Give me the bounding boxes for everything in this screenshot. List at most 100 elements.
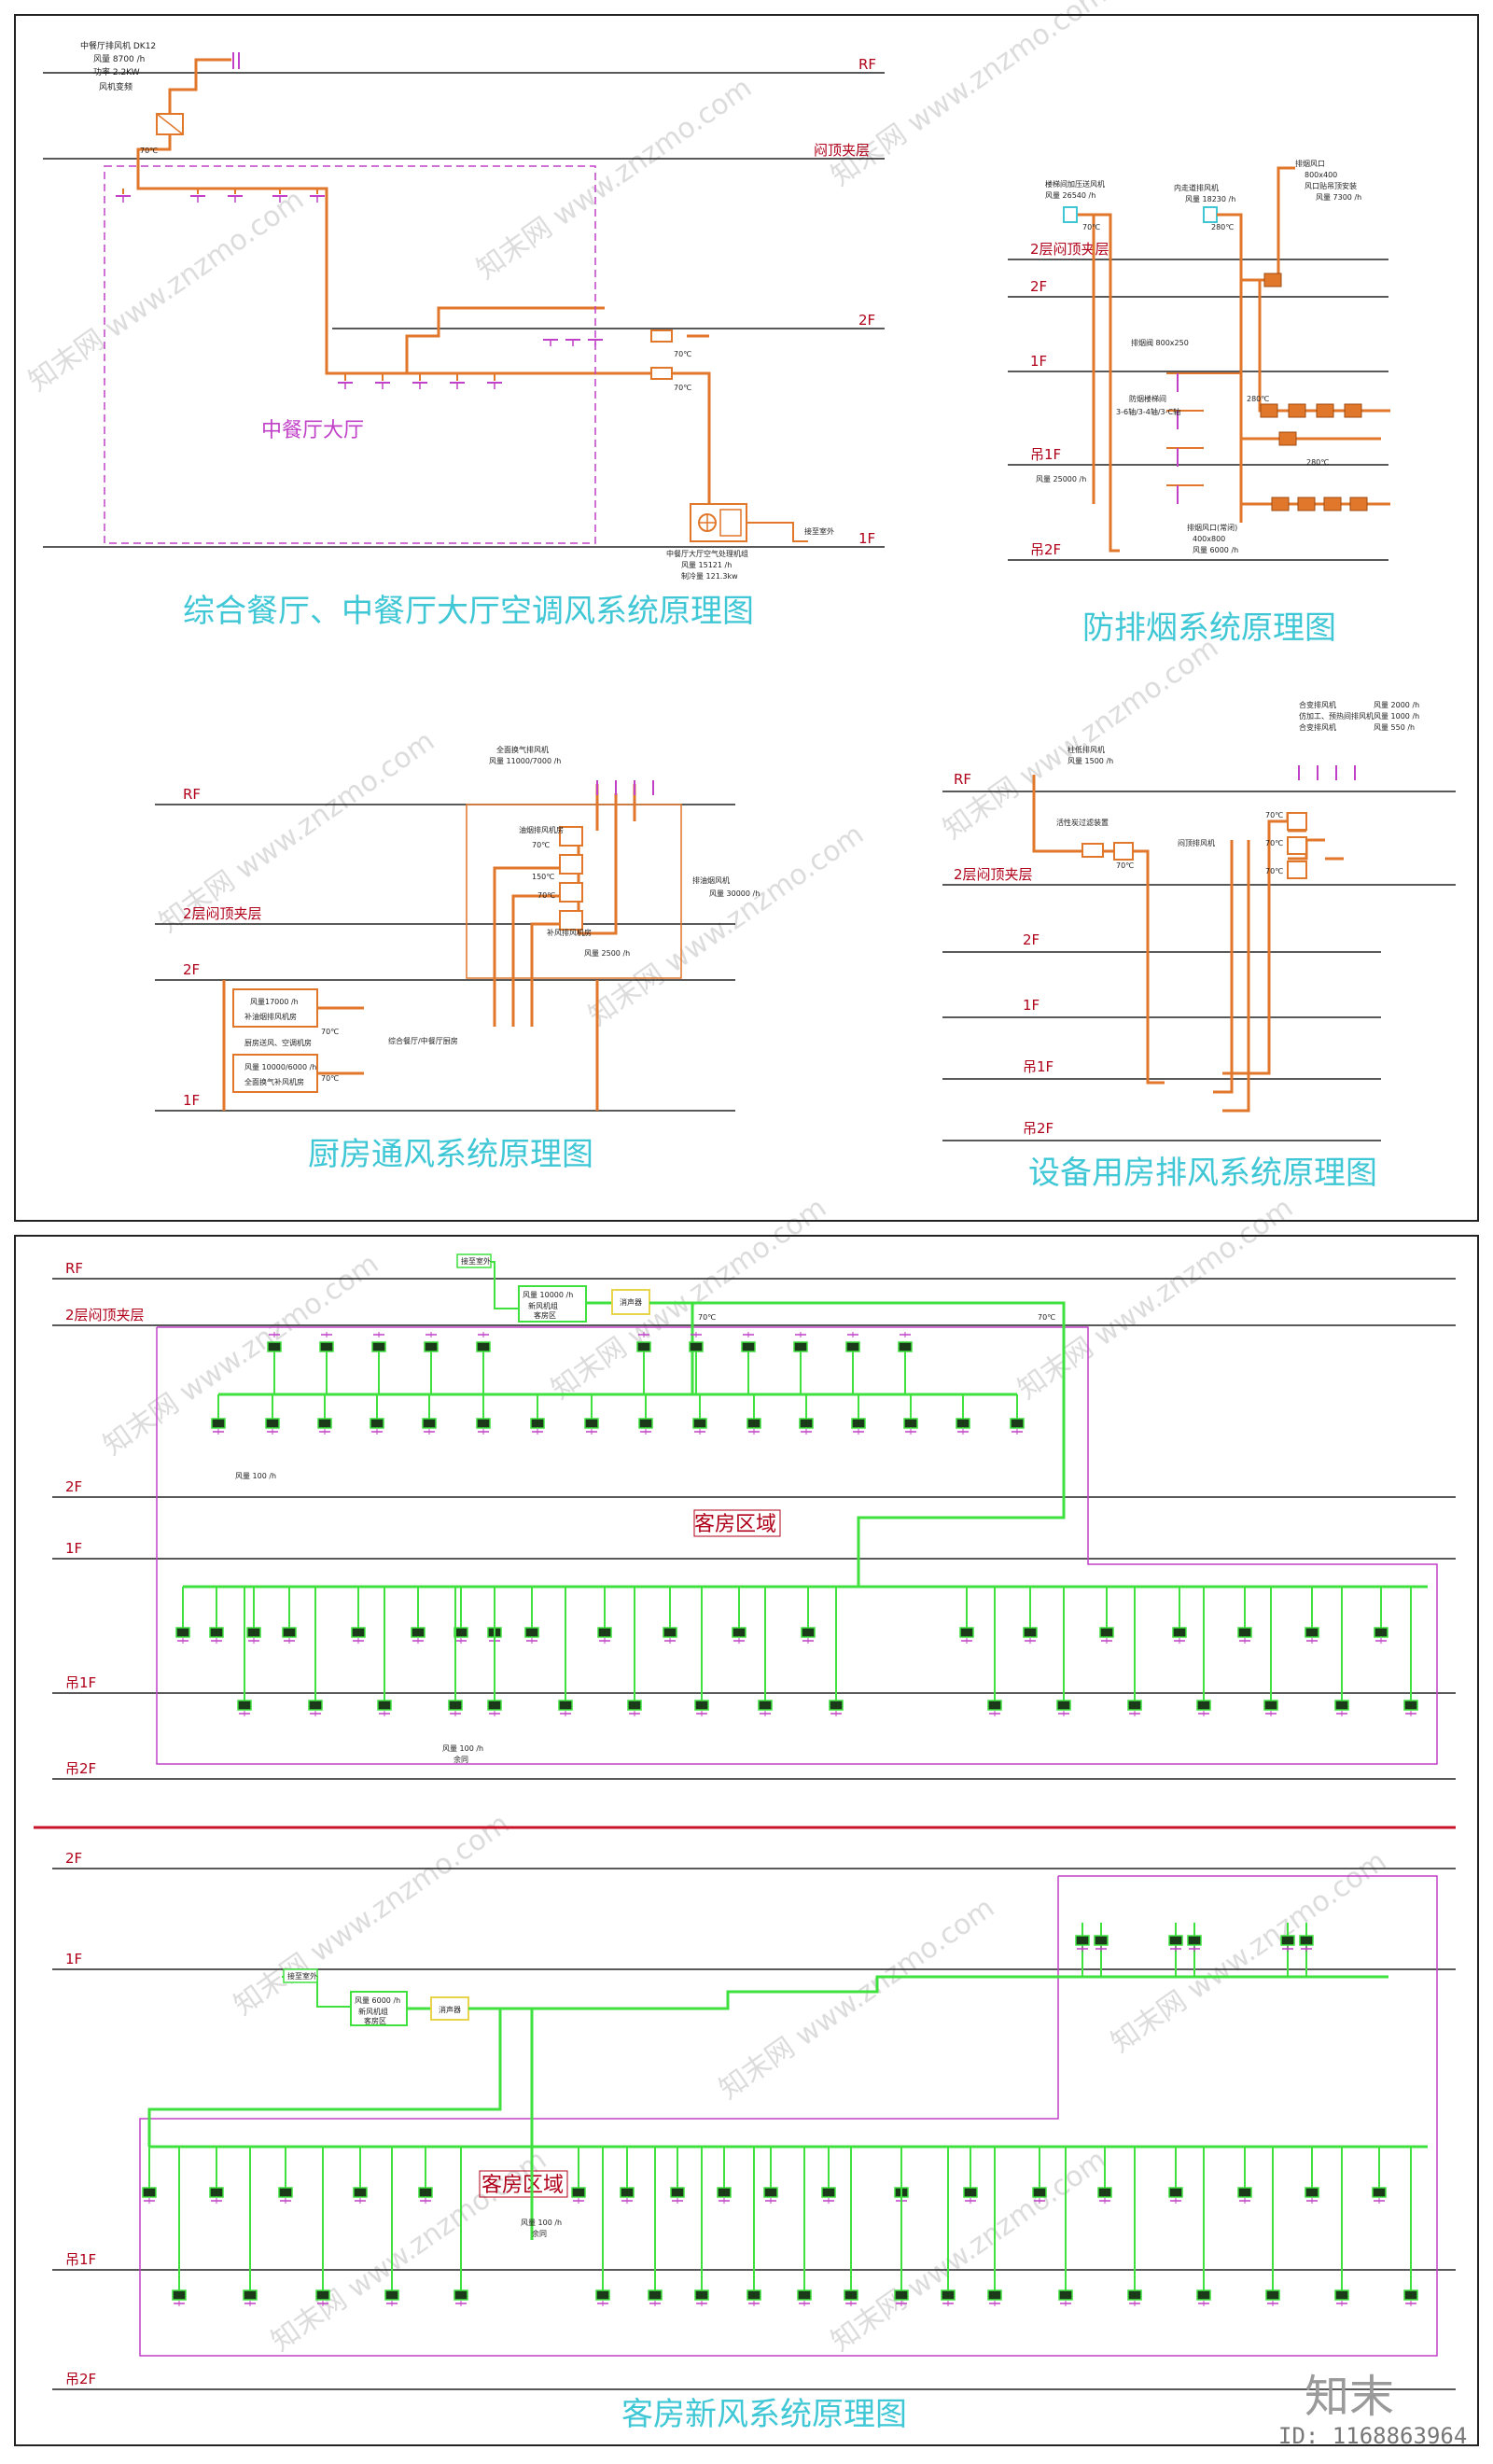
terminal-unit-icon <box>1187 1935 1202 1946</box>
branch-note: 风量 100 /h <box>235 1472 276 1480</box>
terminal-unit-icon <box>584 1418 599 1429</box>
floor-label: 吊1F <box>1023 1058 1053 1075</box>
svg-text:仿加工、预热间排风机: 仿加工、预热间排风机 <box>1299 711 1374 721</box>
svg-text:风量 550 /h: 风量 550 /h <box>1374 723 1415 732</box>
terminal-unit-icon <box>209 2187 224 2198</box>
fire-damper-icon <box>650 329 673 380</box>
terminal-unit-icon <box>758 1700 773 1711</box>
image-id: ID: 1168863964 <box>1278 2423 1467 2449</box>
svg-text:合变排风机: 合变排风机 <box>1299 700 1336 709</box>
floor-label: 2层闷顶夹层 <box>954 866 1033 883</box>
equipment-notes: 柱低排风机 风量 1500 /h 活性炭过滤装置 闷顶排风机 合变排风机 风量 … <box>1056 700 1419 847</box>
svg-text:制冷量 121.3kw: 制冷量 121.3kw <box>681 571 738 581</box>
floor-label: RF <box>858 56 876 73</box>
terminal-unit-icon <box>377 1700 392 1711</box>
branch-note: 余同 <box>532 2229 547 2238</box>
equipment-fan-icon <box>1287 861 1307 879</box>
terminal-unit-icon <box>851 1418 866 1429</box>
terminal-unit-icon <box>448 1700 463 1711</box>
temp-label: 70℃ <box>321 1074 339 1083</box>
brand-logo: 知末 <box>1305 2371 1394 2423</box>
terminal-unit-icon <box>793 1341 808 1352</box>
floor-label: 2层闷顶夹层 <box>65 1307 145 1323</box>
smoke-damper-icon <box>1271 497 1290 511</box>
terminal-unit-icon <box>670 2187 685 2198</box>
floor-label: 吊2F <box>65 1760 96 1777</box>
terminal-row <box>237 1587 1418 1716</box>
intake-label: 接至室外 <box>461 1256 491 1266</box>
terminal-unit-icon <box>319 1341 334 1352</box>
terminal-unit-icon <box>353 2187 368 2198</box>
temp-label: 70℃ <box>1116 861 1134 870</box>
svg-text:柱低排风机: 柱低排风机 <box>1067 745 1105 754</box>
terminal-unit-icon <box>648 2289 663 2301</box>
unit-note: 风量 10000 /h <box>523 1291 573 1299</box>
silencer-label: 消声器 <box>620 1297 642 1307</box>
damper-temp: 70℃ <box>674 384 691 392</box>
terminal-unit-icon <box>246 1627 261 1638</box>
terminal-unit-icon <box>172 2289 187 2301</box>
terminal-unit-icon <box>1403 2289 1418 2301</box>
svg-text:油烟排风机房: 油烟排风机房 <box>519 825 564 834</box>
svg-text:厨房送风、空调机房: 厨房送风、空调机房 <box>244 1038 312 1047</box>
svg-text:风量 30000 /h: 风量 30000 /h <box>709 889 760 898</box>
svg-text:全面换气排风机: 全面换气排风机 <box>496 745 549 754</box>
terminal-unit-icon <box>941 2289 956 2301</box>
terminal-unit-icon <box>351 1627 366 1638</box>
terminal-unit-icon <box>476 1418 491 1429</box>
temp-label: 150℃ <box>532 873 554 881</box>
terminal-unit-icon <box>1172 1627 1187 1638</box>
terminal-unit-icon <box>1265 2289 1280 2301</box>
diffuser-row <box>116 189 603 389</box>
floor-label: 吊2F <box>1030 541 1061 558</box>
svg-text:风量 8700 /h: 风量 8700 /h <box>93 54 145 64</box>
terminal-unit-icon <box>278 2187 293 2198</box>
floor-label: 1F <box>65 1540 82 1557</box>
terminal-unit-icon <box>797 2289 812 2301</box>
svg-text:风量 25000 /h: 风量 25000 /h <box>1036 475 1086 483</box>
svg-text:3-6轴/3-4轴/3-C轴: 3-6轴/3-4轴/3-C轴 <box>1116 407 1180 416</box>
watermark-text: 知末网 www.znzmo.com <box>938 632 1225 847</box>
exhaust-fan-icon <box>156 113 184 135</box>
terminal-unit-icon <box>1334 2289 1349 2301</box>
floor-label: 2F <box>1023 931 1040 948</box>
panel-restaurant-ac: RF 闷顶夹层 2F 1F 70℃ 70℃ 70℃ <box>43 40 885 630</box>
kitchen-fan-icon <box>559 826 583 847</box>
floor-label: RF <box>65 1260 83 1277</box>
zone-label-box <box>479 2170 568 2198</box>
fresh-air-unit-icon <box>350 1991 408 2026</box>
temp-label: 70℃ <box>1265 867 1283 875</box>
svg-text:风量 2500 /h: 风量 2500 /h <box>584 949 630 958</box>
terminal-unit-icon <box>746 2289 761 2301</box>
watermark-text: 知末网 www.znzmo.com <box>98 1248 385 1463</box>
terminal-unit-icon <box>1127 2289 1142 2301</box>
floor-label: 1F <box>183 1092 200 1109</box>
terminal-unit-icon <box>175 1627 190 1638</box>
terminal-unit-icon <box>1127 1700 1142 1711</box>
svg-text:排烟阀 800x250: 排烟阀 800x250 <box>1131 338 1189 347</box>
panel-title: 设备用房排风系统原理图 <box>1028 1155 1377 1192</box>
panel-title: 防排烟系统原理图 <box>1082 609 1336 647</box>
svg-text:补油烟排风机房: 补油烟排风机房 <box>244 1012 297 1021</box>
terminal-unit-icon <box>371 1341 386 1352</box>
terminal-unit-icon <box>370 1418 384 1429</box>
fan-temp: 70℃ <box>140 147 158 155</box>
terminal-unit-icon <box>956 1418 970 1429</box>
temp-label: 280℃ <box>1247 395 1269 403</box>
panel-title: 综合餐厅、中餐厅大厅空调风系统原理图 <box>183 593 754 630</box>
terminal-unit-icon <box>1168 2187 1183 2198</box>
terminal-unit-icon <box>571 2187 586 2198</box>
terminal-unit-icon <box>209 1627 224 1638</box>
floor-label: 2层闷顶夹层 <box>183 905 262 922</box>
svg-text:风量 1500 /h: 风量 1500 /h <box>1067 757 1113 765</box>
terminal-unit-icon <box>959 1627 974 1638</box>
terminal-unit-icon <box>1099 1627 1114 1638</box>
terminal-unit-icon <box>418 2187 433 2198</box>
terminal-unit-icon <box>1374 1627 1388 1638</box>
terminal-unit-icon <box>801 1627 816 1638</box>
smoke-damper-icon <box>1288 403 1306 418</box>
svg-text:中餐厅大厅空气处理机组: 中餐厅大厅空气处理机组 <box>666 549 748 558</box>
terminal-unit-icon <box>1334 1700 1349 1711</box>
floor-label: 吊1F <box>65 2251 96 2268</box>
